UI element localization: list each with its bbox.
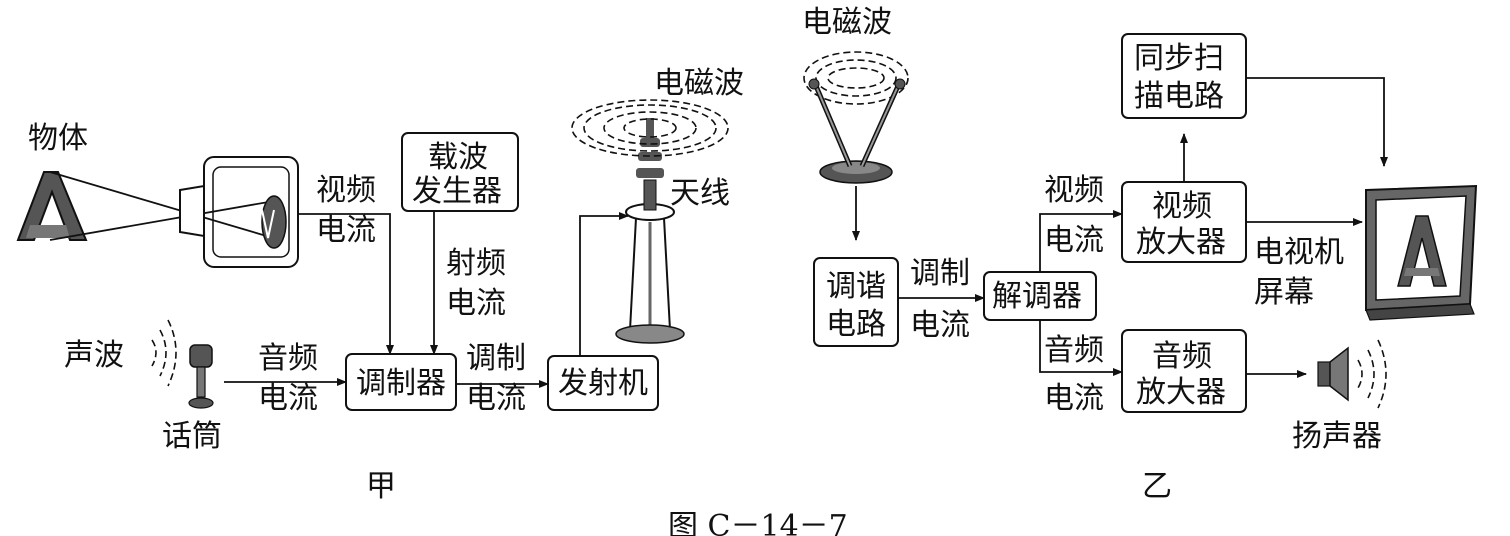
antenna-tower-icon (615, 118, 685, 344)
right-video-current-line1: 视频 (1044, 173, 1104, 208)
speaker-icon (1317, 346, 1349, 402)
right-modulated-current-line1: 调制 (910, 256, 970, 291)
right-arrows (852, 77, 1388, 378)
tv-screen-line1: 电视机 (1254, 235, 1344, 270)
left-modulated-current-line2: 电流 (466, 381, 526, 416)
audio-amplifier-box: 音频 放大器 (1121, 329, 1247, 413)
carrier-generator-line1: 载波 (428, 140, 488, 175)
right-modulated-current-line2: 电流 (910, 308, 970, 343)
speaker-wave-icon (1357, 339, 1387, 409)
left-audio-current-line2: 电流 (258, 381, 318, 416)
right-audio-current-line2: 电流 (1044, 381, 1104, 416)
left-video-current-line1: 视频 (316, 173, 376, 208)
object-letter-a (16, 171, 88, 241)
antenna-label: 天线 (670, 176, 730, 211)
video-amplifier-line1: 视频 (1152, 189, 1212, 224)
audio-amplifier-line2: 放大器 (1136, 375, 1226, 410)
tuning-circuit-box: 调谐 电路 (813, 257, 899, 347)
transmitter-diagram: 物体 视频 电流 载波 发生器 射频 电流 (16, 66, 744, 504)
tv-icon (1365, 184, 1478, 321)
receiving-antenna-icon (808, 78, 906, 184)
left-em-wave-icon (571, 99, 729, 157)
left-video-current-line2: 电流 (316, 213, 376, 248)
left-em-wave-label: 电磁波 (654, 66, 744, 101)
microphone-label: 话筒 (162, 419, 222, 454)
modulator-box: 调制器 (345, 353, 457, 411)
right-em-wave-label: 电磁波 (802, 5, 892, 40)
tv-screen-line2: 屏幕 (1254, 275, 1314, 310)
light-rays (49, 171, 281, 241)
tuning-circuit-line2: 电路 (826, 307, 886, 342)
transmitter-box: 发射机 (547, 355, 659, 411)
speaker-label: 扬声器 (1292, 419, 1382, 454)
rf-current-line1: 射频 (446, 246, 506, 281)
sync-scan-line1: 同步扫 (1134, 41, 1224, 76)
left-audio-current-line1: 音频 (258, 341, 318, 376)
video-amplifier-box: 视频 放大器 (1121, 181, 1247, 263)
transmitter-label: 发射机 (558, 366, 648, 401)
modulator-label: 调制器 (356, 366, 446, 401)
left-modulated-current-line1: 调制 (466, 341, 526, 376)
sound-wave-label: 声波 (64, 338, 124, 373)
right-audio-current-line1: 音频 (1044, 333, 1104, 368)
right-em-wave-icon (803, 51, 909, 105)
demodulator-box: 解调器 (983, 271, 1097, 321)
carrier-generator-line2: 发生器 (412, 174, 502, 209)
tuning-circuit-line1: 调谐 (826, 269, 886, 304)
object-label: 物体 (28, 121, 88, 156)
rf-current-line2: 电流 (446, 286, 506, 321)
sound-wave-icon (151, 319, 177, 387)
right-caption: 乙 (1142, 469, 1172, 504)
camera-icon (179, 156, 299, 268)
right-video-current-line2: 电流 (1044, 223, 1104, 258)
video-amplifier-line2: 放大器 (1136, 225, 1226, 260)
left-caption: 甲 (366, 469, 396, 504)
figure-caption: 图 C－14－7 (668, 509, 848, 536)
demodulator-label: 解调器 (992, 279, 1082, 314)
sync-scan-line2: 描电路 (1134, 79, 1224, 114)
audio-amplifier-line1: 音频 (1152, 339, 1212, 374)
sync-scan-circuit-box: 同步扫 描电路 (1121, 33, 1247, 119)
receiver-diagram: 电磁波 调谐 电路 调制 电流 解调 (802, 5, 1478, 504)
left-arrows (224, 211, 629, 388)
microphone-icon (188, 344, 214, 409)
carrier-generator-box: 载波 发生器 (401, 132, 519, 212)
